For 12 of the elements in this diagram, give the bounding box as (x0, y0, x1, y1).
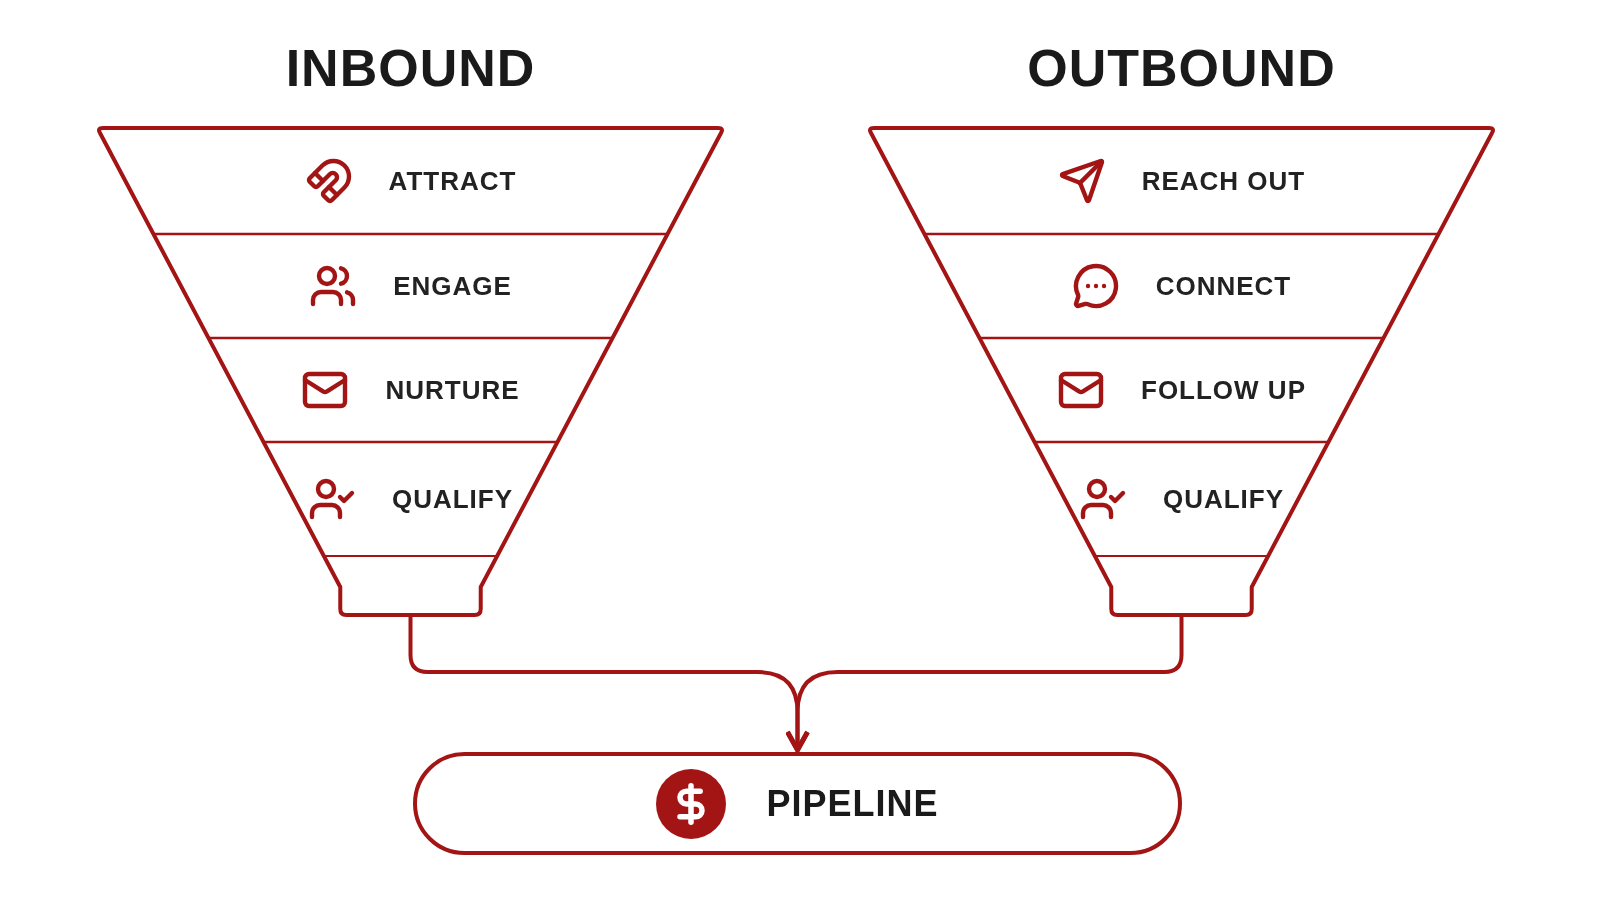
stage-label: ENGAGE (393, 270, 512, 302)
pipeline-label: PIPELINE (766, 782, 939, 825)
funnel-title: INBOUND (284, 38, 537, 98)
stage-label: QUALIFY (1162, 483, 1285, 515)
stage-label: ATTRACT (388, 165, 517, 197)
stage-label: QUALIFY (391, 483, 514, 515)
funnel-title: OUTBOUND (1026, 38, 1337, 98)
stage-label: REACH OUT (1141, 165, 1306, 197)
connector-arrow (785, 615, 1184, 753)
stage-label: NURTURE (385, 374, 520, 406)
stage-label: CONNECT (1155, 270, 1292, 302)
stage-label: FOLLOW UP (1141, 374, 1306, 406)
